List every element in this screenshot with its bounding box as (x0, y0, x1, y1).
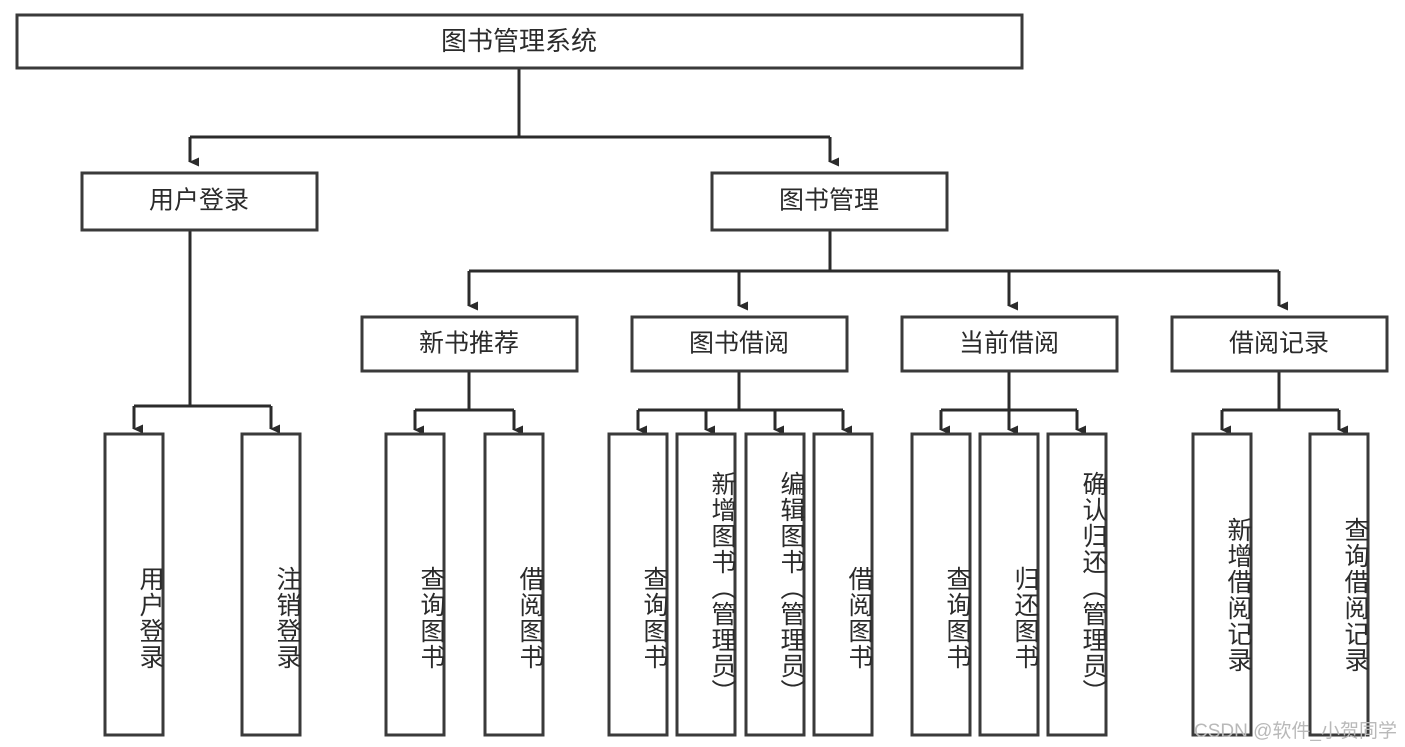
node-current-borrow-box[interactable] (900, 315, 1119, 373)
node-book-manage[interactable]: 图书管理 (710, 171, 949, 232)
node-leaf-confirm-return-box[interactable] (1046, 432, 1108, 737)
edges-borrow-record-to-leaves (1220, 372, 1348, 435)
node-borrow-record-label: 借阅记录 (1229, 330, 1329, 358)
node-leaf-query-book-1-box[interactable] (384, 432, 446, 737)
node-borrow-record[interactable]: 借阅记录 (1170, 315, 1389, 373)
node-book-manage-box[interactable] (710, 171, 949, 232)
node-user-login-label: 用户登录 (149, 187, 249, 215)
node-leaf-return-book-box[interactable] (978, 432, 1040, 737)
node-root-box[interactable] (15, 13, 1024, 70)
node-leaf-add-book-box[interactable] (675, 432, 737, 737)
node-leaf-borrow-book-2-box[interactable] (812, 432, 874, 737)
edges-new-book-rec-to-leaves (413, 372, 523, 435)
node-book-borrow-box[interactable] (630, 315, 849, 373)
node-borrow-record-box[interactable] (1170, 315, 1389, 373)
node-leaf-add-record-box[interactable] (1191, 432, 1253, 737)
node-root[interactable]: 图书管理系统 (15, 13, 1024, 70)
node-new-book-rec[interactable]: 新书推荐 (360, 315, 579, 373)
edges-book-manage-to-level3 (467, 231, 1288, 311)
node-new-book-rec-label: 新书推荐 (419, 330, 519, 358)
node-leaf-query-record-box[interactable] (1308, 432, 1370, 737)
edges-current-borrow-to-leaves (939, 372, 1086, 435)
node-leaf-user-logout-box[interactable] (240, 432, 302, 737)
node-user-login-box[interactable] (80, 171, 319, 232)
node-leaf-user-login-box[interactable] (103, 432, 165, 737)
node-book-manage-label: 图书管理 (779, 187, 879, 215)
node-current-borrow[interactable]: 当前借阅 (900, 315, 1119, 373)
node-leaf-query-book-3-box[interactable] (910, 432, 972, 737)
edges-book-borrow-to-leaves (636, 372, 852, 435)
node-leaf-edit-book-box[interactable] (744, 432, 806, 737)
node-leaf-borrow-book-1-box[interactable] (483, 432, 545, 737)
node-current-borrow-label: 当前借阅 (959, 330, 1059, 358)
node-user-login[interactable]: 用户登录 (80, 171, 319, 232)
node-new-book-rec-box[interactable] (360, 315, 579, 373)
node-book-borrow[interactable]: 图书借阅 (630, 315, 849, 373)
edges-user-login-to-leaves (132, 231, 280, 434)
edges-root-to-level2 (188, 68, 839, 167)
node-book-borrow-label: 图书借阅 (689, 330, 789, 358)
node-leaf-query-book-2-box[interactable] (607, 432, 669, 737)
node-root-label: 图书管理系统 (441, 26, 597, 56)
